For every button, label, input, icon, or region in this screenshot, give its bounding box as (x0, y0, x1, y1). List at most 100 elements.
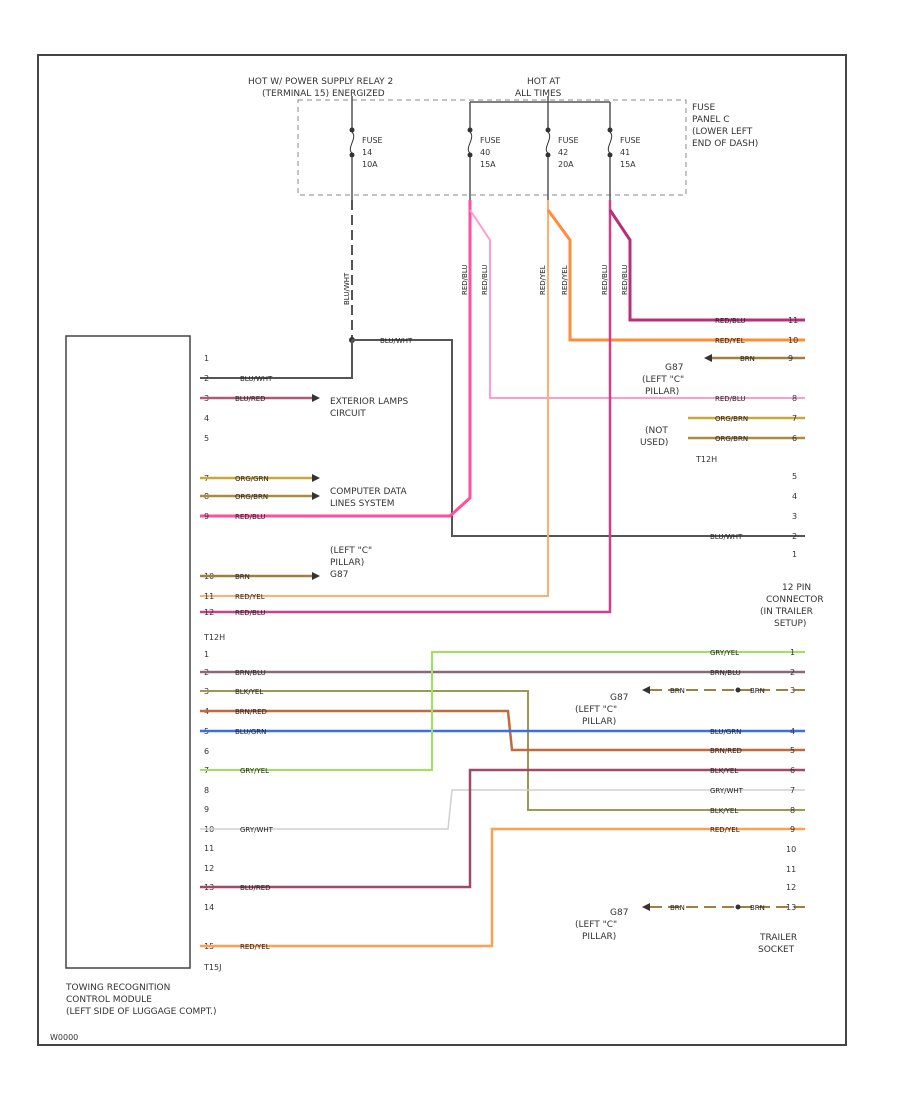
svg-text:8: 8 (204, 786, 209, 795)
fuse-40-l1: FUSE (480, 136, 501, 145)
fuse-panel-box (297, 99, 687, 196)
svg-text:BRN: BRN (670, 904, 685, 912)
svg-text:7: 7 (790, 786, 795, 795)
g87-right3-label-1: G87 (610, 908, 628, 918)
g87-right1-label-1: G87 (665, 363, 683, 373)
conn12-label-3: (IN TRAILER (760, 607, 813, 617)
module-label-1: TOWING RECOGNITION (65, 983, 170, 993)
wire-t12h-7-org-grn: ORG/GRN (200, 474, 320, 483)
g87-left-label-2: PILLAR) (330, 558, 364, 568)
conn-t12h-label: T12H (203, 633, 225, 642)
wire-t15j-5-blu-grn: BLU/GRN BLU/GRN (200, 728, 805, 736)
svg-text:14: 14 (204, 903, 214, 912)
svg-text:9: 9 (790, 825, 795, 834)
svg-text:13: 13 (786, 903, 796, 912)
g87-right1-label-3: PILLAR) (645, 387, 679, 397)
svg-text:BLU/RED: BLU/RED (235, 395, 266, 403)
can-label-2: LINES SYSTEM (330, 499, 395, 509)
pins-t12h-right: 11 10 9 8 7 6 5 4 3 2 1 (788, 316, 798, 559)
svg-text:11: 11 (786, 865, 796, 874)
svg-text:2: 2 (792, 532, 797, 541)
svg-text:10: 10 (786, 845, 796, 854)
svg-text:RED/BLU: RED/BLU (715, 317, 746, 325)
svg-text:1: 1 (204, 354, 209, 363)
wire-t12h-3-blu-red: BLU/RED (200, 394, 320, 403)
fuse-40-l2: 40 (480, 148, 490, 157)
svg-text:RED/BLU: RED/BLU (601, 264, 609, 295)
svg-text:BLU/GRN: BLU/GRN (235, 728, 266, 736)
svg-text:8: 8 (790, 806, 795, 815)
fuse-panel-label-2: PANEL C (692, 115, 730, 125)
svg-text:12: 12 (204, 608, 214, 617)
g87-right2-label-1: G87 (610, 693, 628, 703)
wire-right-10-brn: BRN (704, 354, 805, 363)
fuse-41-l3: 15A (620, 160, 636, 169)
svg-text:BLK/YEL: BLK/YEL (710, 767, 738, 775)
svg-text:11: 11 (204, 592, 214, 601)
fuse-14-l3: 10A (362, 160, 378, 169)
svg-text:6: 6 (204, 747, 209, 756)
conn-t15j-label: T15J (203, 963, 221, 972)
fuse-40-l3: 15A (480, 160, 496, 169)
svg-text:4: 4 (792, 492, 797, 501)
trailer-label-1: TRAILER (759, 933, 797, 943)
svg-text:BLU/WHT: BLU/WHT (343, 272, 351, 305)
wire-fuse14-blu-wht: BLU/WHT BLU/WHT BLU/WHT BLU/WHT (200, 200, 805, 541)
fuse-42: FUSE 42 20A (545, 127, 579, 169)
svg-text:BRN: BRN (750, 687, 765, 695)
pins-t15j-left: 1 2 3 4 5 6 7 8 9 10 11 12 13 14 15 (204, 650, 214, 951)
pins-trailer-socket: 1 2 3 4 5 6 7 8 9 10 11 12 13 (786, 648, 796, 912)
svg-text:RED/BLU: RED/BLU (235, 513, 266, 521)
svg-text:RED/BLU: RED/BLU (235, 609, 266, 617)
fuse-panel-label-1: FUSE (692, 103, 715, 113)
g87-right3-label-3: PILLAR) (582, 932, 616, 942)
g87-left-label-3: G87 (330, 570, 348, 580)
svg-text:BLU/WHT: BLU/WHT (240, 375, 273, 383)
svg-text:RED/YEL: RED/YEL (235, 593, 265, 601)
fuse-42-l2: 42 (558, 148, 568, 157)
svg-text:12: 12 (204, 864, 214, 873)
g87-right1-label-2: (LEFT "C" (642, 375, 684, 385)
fuse-42-l3: 20A (558, 160, 574, 169)
svg-text:BRN: BRN (235, 573, 250, 581)
t12h-right-label: T12H (695, 455, 717, 464)
svg-text:1: 1 (790, 648, 795, 657)
svg-text:6: 6 (790, 766, 795, 775)
svg-text:9: 9 (204, 512, 209, 521)
svg-text:RED/BLU: RED/BLU (461, 264, 469, 295)
svg-text:ORG/BRN: ORG/BRN (235, 493, 268, 501)
svg-text:BLK/YEL: BLK/YEL (710, 807, 738, 815)
svg-text:5: 5 (792, 472, 797, 481)
can-label-1: COMPUTER DATA (330, 487, 407, 497)
svg-text:1: 1 (204, 650, 209, 659)
module-label-3: (LEFT SIDE OF LUGGAGE COMPT.) (66, 1007, 217, 1017)
trailer-label-2: SOCKET (758, 945, 795, 955)
g87-left-label-1: (LEFT "C" (330, 546, 372, 556)
fuse-panel-label-3: (LOWER LEFT (692, 127, 753, 137)
wire-t15j-10-gry-wht: GRY/WHT GRY/WHT (200, 787, 805, 834)
ground-g87-right3: BRN BRN (642, 903, 805, 912)
svg-text:7: 7 (792, 414, 797, 423)
wire-right-6-org-brn: ORG/BRN (688, 435, 805, 443)
svg-text:RED/BLU: RED/BLU (481, 264, 489, 295)
g87-right2-label-3: PILLAR) (582, 717, 616, 727)
svg-text:ORG/BRN: ORG/BRN (715, 435, 748, 443)
ground-g87-right2: BRN BRN (642, 686, 805, 695)
wire-right-7-org-grn: ORG/BRN (688, 415, 805, 423)
svg-text:BRN/BLU: BRN/BLU (710, 669, 741, 677)
svg-text:11: 11 (788, 316, 798, 325)
wire-t15j-15-red-yel: RED/YEL RED/YEL (200, 826, 805, 951)
fuse-14-l1: FUSE (362, 136, 383, 145)
wire-t15j-7-gry-yel: GRY/YEL GRY/YEL (200, 649, 805, 775)
svg-text:1: 1 (792, 550, 797, 559)
conn12-label-2: CONNECTOR (766, 595, 824, 605)
not-used-label-2: USED) (640, 438, 668, 448)
pins-t12h-left: 1 2 3 4 5 7 8 9 10 11 12 (204, 354, 214, 617)
fuse-42-l1: FUSE (558, 136, 579, 145)
hot-relay-label-2: (TERMINAL 15) ENERGIZED (262, 89, 385, 99)
svg-text:2: 2 (790, 668, 795, 677)
svg-text:3: 3 (792, 512, 797, 521)
svg-text:BLK/YEL: BLK/YEL (235, 688, 263, 696)
